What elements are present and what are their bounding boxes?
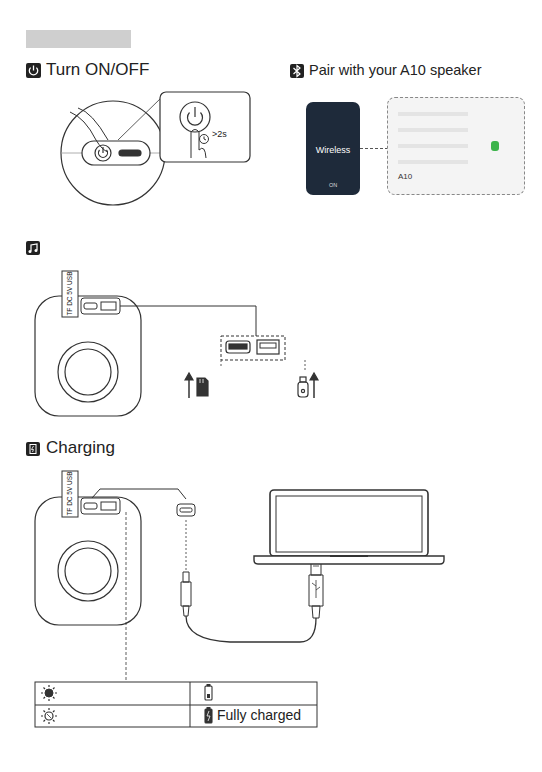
phone-screen: WirelessON <box>306 102 360 195</box>
blurred-row <box>398 128 468 132</box>
blurred-row <box>398 144 468 148</box>
bluetooth-icon <box>290 64 304 78</box>
header-bar <box>26 30 131 48</box>
speaker-top-view <box>61 92 250 205</box>
hold-time: >2s <box>212 130 227 140</box>
toggle-dot <box>491 141 499 151</box>
screen-title: Wireless <box>316 146 351 156</box>
port-labels: TF DC 5V USB <box>66 472 73 516</box>
section-heading: Turn ON/OFF <box>46 61 149 80</box>
settings-panel: A10 <box>387 97 525 195</box>
port-labels: TF DC 5V USB <box>66 272 73 316</box>
section-heading: Pair with your A10 speaker <box>309 63 481 79</box>
section-heading: Charging <box>46 439 115 458</box>
charging-icon <box>26 442 40 456</box>
power-icon <box>26 63 41 78</box>
device-name: A10 <box>398 173 412 182</box>
status-text: Fully charged <box>217 708 301 723</box>
blurred-row <box>398 112 468 116</box>
blurred-row <box>398 160 468 164</box>
status-table <box>35 682 317 727</box>
dashed-connector <box>360 148 387 149</box>
toggle-text: ON <box>329 182 337 188</box>
music-icon <box>26 241 40 255</box>
speaker-front <box>35 271 318 416</box>
charging-illustration <box>35 471 444 681</box>
